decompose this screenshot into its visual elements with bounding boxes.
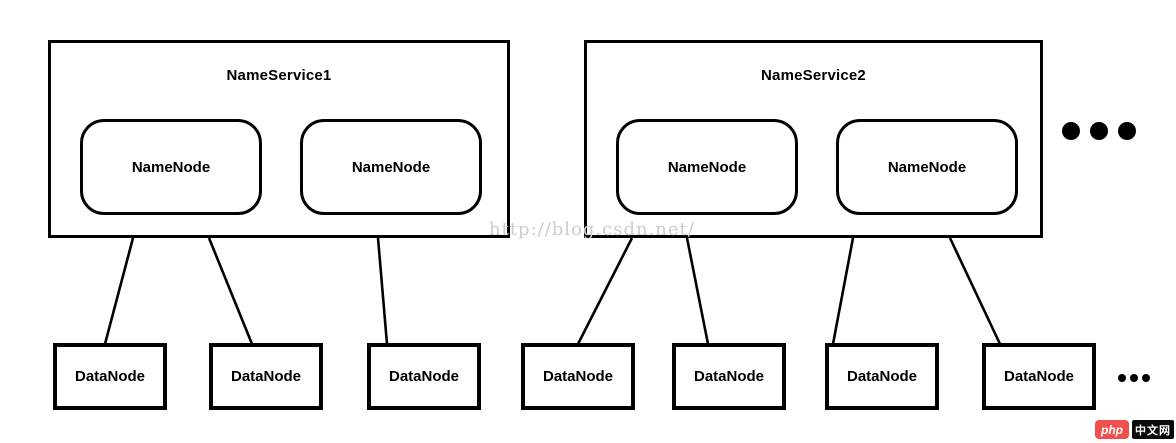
datanode6-box: DataNode [825, 343, 939, 410]
ns1-namenode1-label: NameNode [131, 158, 211, 176]
connector-ns2-datanode5 [685, 237, 710, 345]
connector-ns2-datanode6 [831, 237, 855, 345]
ns2-namenode2-label: NameNode [887, 158, 967, 176]
nameservice2-box: NameService2 NameNode NameNode [584, 40, 1043, 238]
ns1-namenode1-box: NameNode [80, 119, 262, 215]
csdn-watermark-text: http://blog.csdn.net/ [489, 219, 695, 240]
more-datanodes-ellipsis-icon [1130, 374, 1138, 382]
datanode6-label: DataNode [846, 368, 917, 385]
datanode3-label: DataNode [388, 368, 459, 385]
datanode5-label: DataNode [693, 368, 764, 385]
ns2-namenode1-label: NameNode [667, 158, 747, 176]
datanode7-label: DataNode [1003, 368, 1074, 385]
datanode7-box: DataNode [982, 343, 1096, 410]
datanode2-box: DataNode [209, 343, 323, 410]
connector-ns2-datanode4 [576, 237, 634, 345]
ns2-namenode1-box: NameNode [616, 119, 798, 215]
nameservice1-title: NameService1 [226, 67, 332, 84]
php-cn-logo-text: 中文网 [1132, 420, 1174, 439]
datanode4-box: DataNode [521, 343, 635, 410]
more-datanodes-ellipsis-icon [1142, 374, 1150, 382]
connector-ns1-datanode2 [207, 237, 254, 345]
ns2-namenode2-box: NameNode [836, 119, 1018, 215]
datanode5-box: DataNode [672, 343, 786, 410]
connector-ns1-datanode3 [376, 237, 389, 345]
datanode3-box: DataNode [367, 343, 481, 410]
datanode4-label: DataNode [542, 368, 613, 385]
more-datanodes-ellipsis-icon [1118, 374, 1126, 382]
datanode2-label: DataNode [230, 368, 301, 385]
php-logo-icon: php [1095, 420, 1129, 439]
connector-ns2-datanode7 [948, 237, 1002, 345]
datanode1-box: DataNode [53, 343, 167, 410]
more-nameservices-ellipsis-icon [1090, 122, 1108, 140]
more-nameservices-ellipsis-icon [1062, 122, 1080, 140]
php-cn-logo: php 中文网 [1095, 420, 1174, 439]
more-nameservices-ellipsis-icon [1118, 122, 1136, 140]
connector-ns1-datanode1 [103, 237, 135, 345]
datanode1-label: DataNode [74, 368, 145, 385]
nameservice2-title: NameService2 [761, 67, 866, 84]
ns1-namenode2-box: NameNode [300, 119, 482, 215]
nameservice1-box: NameService1 NameNode NameNode [48, 40, 510, 238]
ns1-namenode2-label: NameNode [351, 158, 431, 176]
